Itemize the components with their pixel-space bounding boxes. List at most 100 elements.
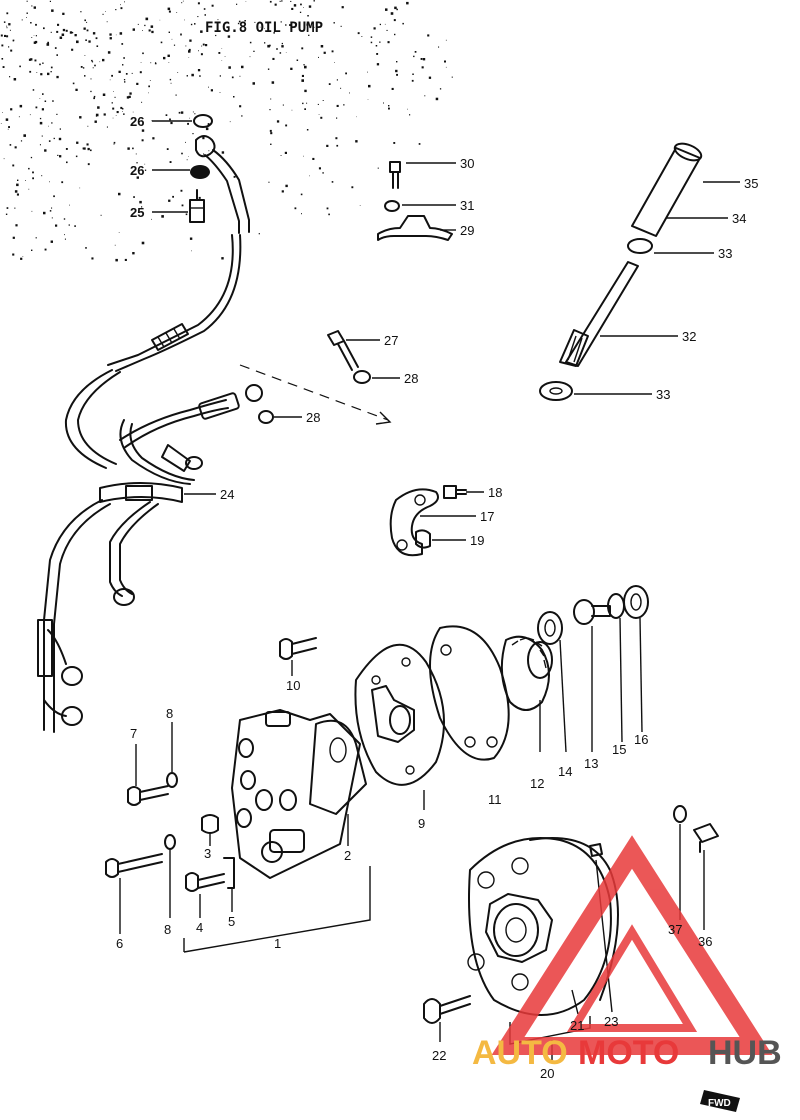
noise-speck (285, 124, 288, 127)
noise-speck (84, 75, 86, 77)
part-label-24: 24 (220, 487, 234, 502)
noise-speck (132, 28, 135, 31)
noise-speck (331, 181, 334, 183)
noise-speck (241, 115, 243, 117)
noise-speck (303, 7, 304, 8)
noise-speck (170, 82, 172, 84)
noise-speck (435, 97, 439, 101)
noise-speck (191, 250, 192, 252)
noise-speck (333, 22, 335, 24)
noise-speck (47, 41, 49, 44)
noise-speck (197, 16, 199, 18)
noise-speck (34, 59, 37, 62)
noise-speck (112, 107, 115, 110)
noise-speck (97, 106, 100, 109)
noise-speck (62, 28, 66, 32)
noise-speck (124, 1, 125, 3)
noise-speck (33, 6, 36, 9)
noise-speck (121, 108, 124, 110)
noise-speck (32, 89, 35, 91)
noise-speck (285, 184, 288, 188)
noise-speck (36, 72, 38, 73)
noise-speck (304, 89, 307, 93)
noise-speck (51, 122, 53, 124)
noise-speck (95, 113, 99, 117)
noise-speck (281, 45, 284, 48)
washer-28-lower (258, 410, 274, 424)
noise-speck (42, 62, 44, 64)
noise-speck (388, 107, 390, 110)
part-label-26-top: 26 (130, 114, 144, 129)
noise-speck (8, 46, 10, 48)
noise-speck (118, 70, 121, 73)
leaders-hose (152, 120, 216, 495)
noise-speck (194, 23, 196, 25)
noise-speck (370, 36, 373, 38)
noise-speck (61, 181, 64, 184)
noise-speck (123, 113, 125, 115)
noise-speck (58, 137, 62, 141)
noise-speck (133, 196, 135, 198)
noise-speck (180, 33, 182, 36)
noise-speck (170, 121, 173, 125)
clamp-bolt-29-30-31 (377, 161, 456, 241)
noise-speck (17, 179, 19, 181)
noise-speck (276, 48, 278, 50)
part-label-31: 31 (460, 198, 474, 213)
noise-speck (122, 64, 124, 66)
noise-speck (336, 104, 339, 107)
noise-speck (273, 32, 275, 34)
noise-speck (184, 19, 185, 21)
noise-speck (14, 207, 16, 209)
noise-speck (367, 71, 368, 73)
noise-speck (128, 95, 131, 98)
noise-speck (186, 159, 188, 161)
noise-speck (167, 7, 171, 11)
noise-speck (396, 73, 398, 76)
noise-speck (185, 141, 186, 143)
noise-speck (188, 57, 190, 58)
noise-speck (30, 156, 33, 159)
noise-speck (49, 210, 52, 212)
part-label-15: 15 (612, 742, 626, 757)
part-label-23: 23 (604, 1014, 618, 1029)
noise-speck (217, 23, 218, 25)
noise-speck (129, 92, 132, 95)
noise-speck (308, 34, 310, 36)
noise-speck (151, 30, 154, 34)
noise-speck (281, 42, 283, 45)
noise-speck (136, 82, 139, 85)
part-label-12: 12 (530, 776, 544, 791)
noise-speck (165, 114, 168, 116)
noise-speck (19, 104, 23, 108)
noise-speck (252, 82, 255, 85)
noise-speck (176, 12, 178, 13)
noise-speck (116, 111, 119, 114)
noise-speck (236, 3, 238, 5)
noise-speck (2, 112, 3, 113)
noise-speck (13, 78, 17, 81)
noise-speck (46, 43, 50, 46)
noise-speck (187, 122, 189, 125)
noise-speck (205, 44, 208, 47)
noise-speck (62, 12, 65, 15)
noise-speck (1, 58, 4, 60)
noise-speck (86, 21, 88, 23)
pump-body-1 (105, 709, 371, 953)
noise-speck (383, 102, 384, 104)
noise-speck (215, 34, 217, 37)
noise-speck (181, 152, 183, 155)
noise-speck (142, 30, 143, 31)
part-label-37: 37 (668, 922, 682, 937)
noise-speck (83, 147, 86, 150)
noise-speck (307, 15, 309, 17)
noise-speck (290, 67, 293, 70)
part-label-13: 13 (584, 756, 598, 771)
noise-speck (267, 44, 270, 48)
noise-speck (50, 71, 52, 73)
noise-speck (199, 75, 201, 77)
noise-speck (293, 4, 297, 7)
part-label-10: 10 (286, 678, 300, 693)
noise-speck (95, 37, 98, 40)
noise-speck (185, 45, 187, 47)
